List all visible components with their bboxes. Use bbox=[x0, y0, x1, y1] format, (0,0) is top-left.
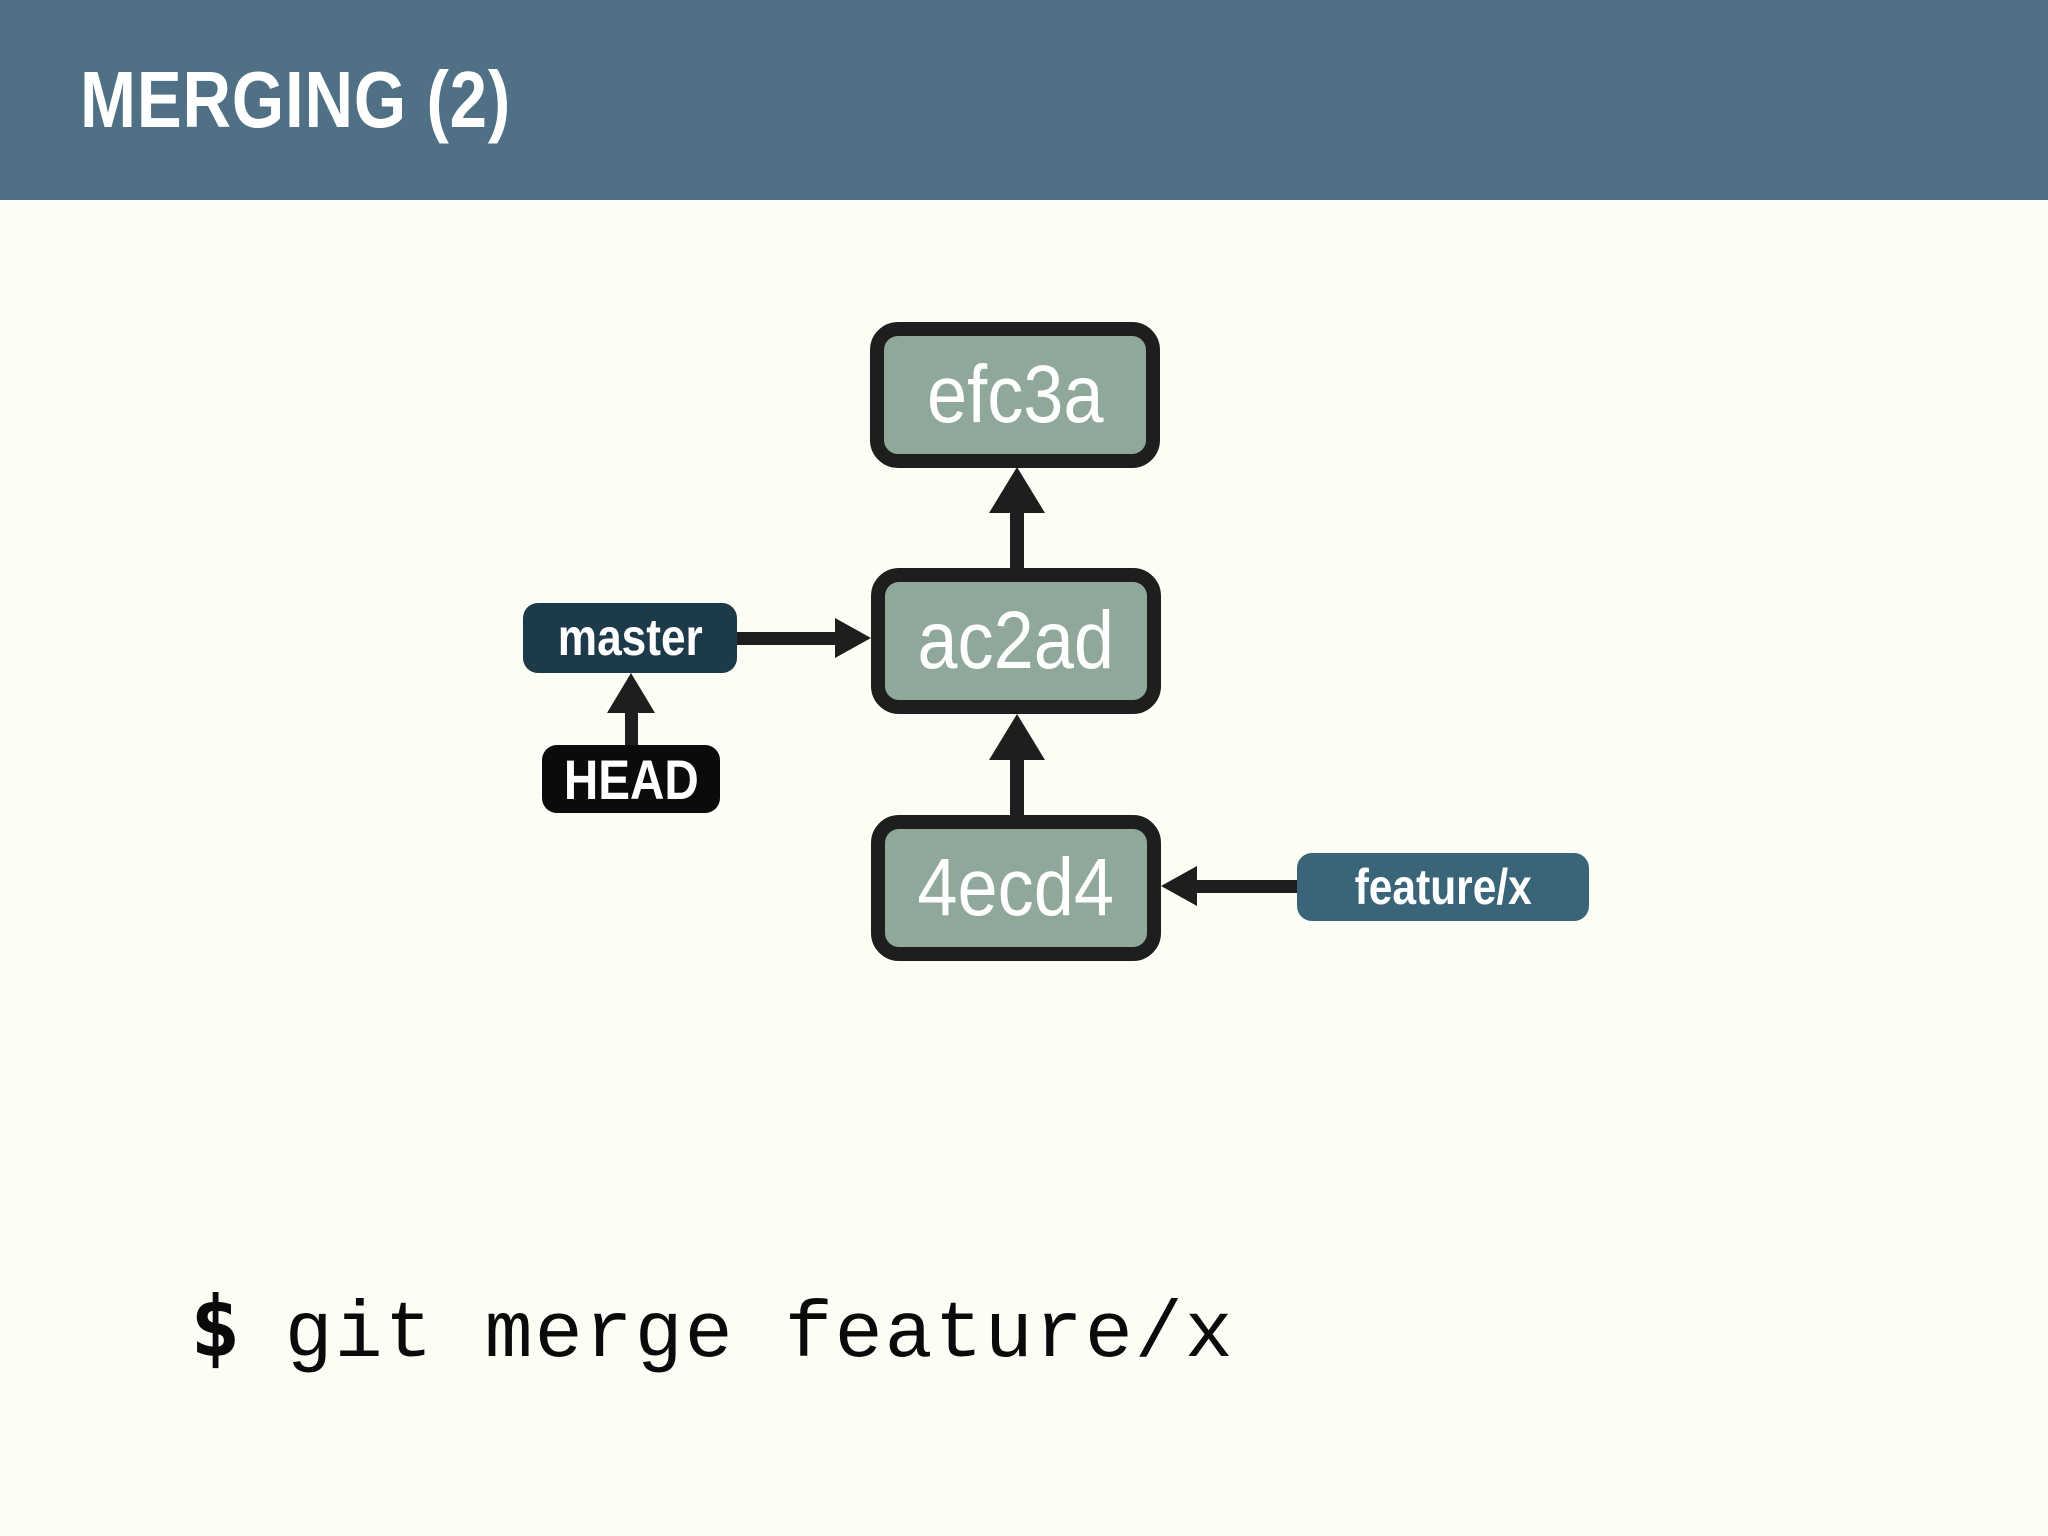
arrow-shaft bbox=[1010, 754, 1024, 815]
commit-node-efc3a: efc3a bbox=[870, 322, 1160, 468]
arrowhead-up-icon bbox=[989, 714, 1045, 760]
commit-hash-label: 4ecd4 bbox=[917, 842, 1115, 933]
parent-arrow-up-icon bbox=[989, 467, 1045, 568]
branch-badge-feature-x: feature/x bbox=[1297, 853, 1589, 921]
arrow-shaft bbox=[737, 632, 841, 645]
branch-label: master bbox=[557, 609, 703, 667]
branch-pointer-arrow-right-icon bbox=[737, 618, 871, 658]
arrowhead-up-icon bbox=[607, 673, 655, 713]
arrow-shaft bbox=[625, 707, 638, 745]
commit-hash-label: ac2ad bbox=[917, 595, 1115, 686]
slide-header: MERGING (2) bbox=[0, 0, 2048, 200]
head-badge: HEAD bbox=[542, 745, 720, 813]
commit-node-4ecd4: 4ecd4 bbox=[871, 815, 1161, 961]
shell-prompt: $ bbox=[190, 1278, 241, 1376]
terminal-command-line: $ git merge feature/x bbox=[190, 1278, 1235, 1381]
arrow-shaft bbox=[1191, 880, 1297, 893]
commit-node-ac2ad: ac2ad bbox=[871, 568, 1161, 714]
page-title: MERGING (2) bbox=[80, 55, 512, 144]
arrowhead-right-icon bbox=[835, 618, 871, 658]
branch-label: feature/x bbox=[1354, 859, 1532, 915]
commit-hash-label: efc3a bbox=[926, 349, 1104, 440]
branch-badge-master: master bbox=[523, 603, 737, 673]
git-merge-command: git merge feature/x bbox=[284, 1290, 1235, 1381]
parent-arrow-up-icon bbox=[989, 714, 1045, 815]
head-label: HEAD bbox=[563, 747, 699, 811]
arrow-shaft bbox=[1010, 507, 1024, 568]
arrowhead-up-icon bbox=[989, 467, 1045, 513]
branch-pointer-arrow-left-icon bbox=[1161, 866, 1297, 906]
head-pointer-arrow-up-icon bbox=[607, 673, 655, 745]
